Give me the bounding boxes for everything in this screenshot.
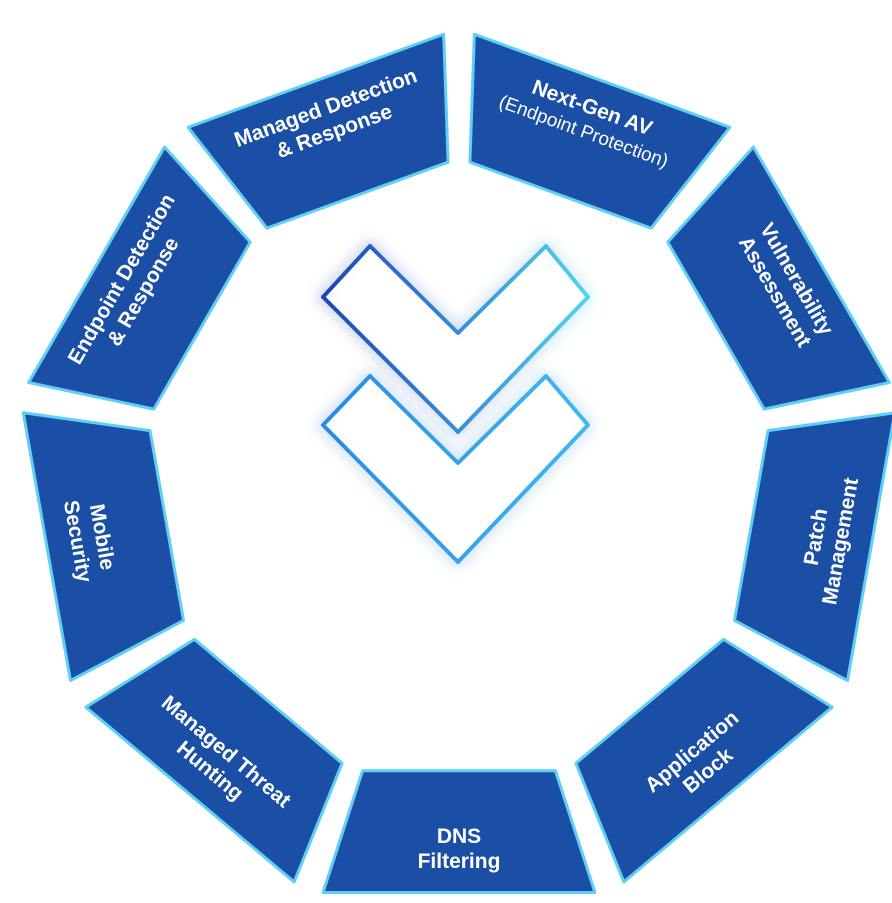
ring-segment: [468, 32, 732, 230]
ring-segment-label: Filtering: [418, 850, 501, 873]
ring-segment: [27, 145, 252, 411]
ring-segment: [84, 637, 344, 884]
ring-segment: [186, 32, 450, 230]
ring-segment: [321, 769, 597, 894]
ring-segment: [666, 145, 891, 411]
double-chevron-check-icon: [321, 244, 590, 564]
ring-segment: [21, 411, 186, 683]
ring-segment: [574, 637, 834, 884]
chevron-bottom-shape: [321, 374, 590, 564]
ring-segment: [732, 411, 892, 683]
chevron-top-shape: [321, 244, 590, 434]
ring-segment-label: DNS: [437, 825, 481, 848]
ring-segments: [21, 32, 892, 894]
